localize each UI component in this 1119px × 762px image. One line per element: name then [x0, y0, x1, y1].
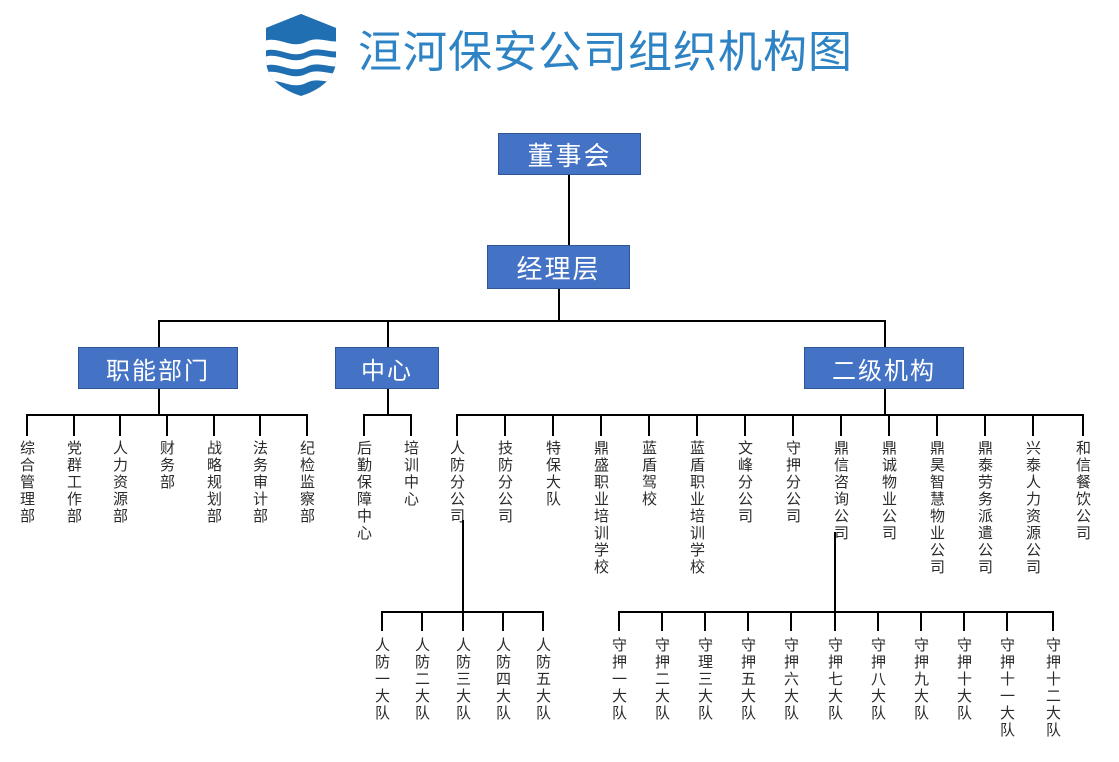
escort-brigade-label[interactable]: 守押七大队 [826, 637, 844, 722]
secondary-unit-label[interactable]: 蓝盾职业培训学校 [688, 440, 706, 576]
escort-brigade-label[interactable]: 守押八大队 [869, 637, 887, 722]
functional-department-label[interactable]: 综合管理部 [18, 440, 36, 525]
secondary-unit-drop-line [1082, 414, 1084, 436]
functional-department-label[interactable]: 法务审计部 [251, 440, 269, 525]
node-secondary-institutions[interactable]: 二级机构 [804, 347, 964, 389]
shield-wave-logo-icon [260, 12, 342, 98]
civil-defense-brigade-label[interactable]: 人防三大队 [454, 637, 472, 722]
functional-department-drop-line [259, 414, 261, 436]
secondary-unit-drop-line [648, 414, 650, 436]
escort-brigade-label[interactable]: 守押五大队 [739, 637, 757, 722]
escort-brigade-label[interactable]: 守押九大队 [912, 637, 930, 722]
functional-department-drop-line [26, 414, 28, 436]
civil-defense-brigade-drop-line [421, 611, 423, 631]
secondary-unit-label[interactable]: 鼎盛职业培训学校 [592, 440, 610, 576]
escort-brigade-label[interactable]: 守理三大队 [696, 637, 714, 722]
center-label[interactable]: 后勤保障中心 [355, 440, 373, 542]
drop-center [387, 320, 389, 347]
civil-defense-brigade-drop-line [502, 611, 504, 631]
secondary-unit-drop-line [888, 414, 890, 436]
drop-secondary [884, 320, 886, 347]
secondary-unit-label[interactable]: 鼎泰劳务派遣公司 [976, 440, 994, 576]
escort-brigade-drop-line [661, 611, 663, 631]
functional-department-drop-line [73, 414, 75, 436]
escort-brigade-label[interactable]: 守押十大队 [955, 637, 973, 722]
secondary-unit-label[interactable]: 技防分公司 [496, 440, 514, 525]
escort-brigade-drop-line [877, 611, 879, 631]
escort-brigade-label[interactable]: 守押十二大队 [1044, 637, 1062, 739]
connector-management-bus [558, 289, 560, 320]
escort-brigade-drop-line [704, 611, 706, 631]
secondary-unit-label[interactable]: 人防分公司 [448, 440, 466, 525]
secondary-unit-label[interactable]: 特保大队 [544, 440, 562, 508]
center-drop-line [363, 414, 365, 436]
center-drop-line [410, 414, 412, 436]
civil-defense-brigade-label[interactable]: 人防二大队 [413, 637, 431, 722]
functional-department-drop-line [166, 414, 168, 436]
escort-brigade-label[interactable]: 守押六大队 [782, 637, 800, 722]
node-board[interactable]: 董事会 [498, 133, 641, 175]
functional-department-label[interactable]: 财务部 [158, 440, 176, 491]
stem-escort [834, 532, 836, 611]
secondary-unit-drop-line [792, 414, 794, 436]
secondary-unit-drop-line [552, 414, 554, 436]
page-title: 洹河保安公司组织机构图 [358, 27, 853, 78]
node-functional-departments[interactable]: 职能部门 [78, 347, 238, 389]
stem-secondary [884, 389, 886, 414]
functional-department-label[interactable]: 战略规划部 [205, 440, 223, 525]
escort-brigade-drop-line [747, 611, 749, 631]
chart-header: 洹河保安公司组织机构图 [0, 0, 1119, 110]
secondary-unit-drop-line [456, 414, 458, 436]
escort-brigade-drop-line [834, 611, 836, 631]
bus-secondary [456, 414, 1083, 416]
bus-centers [363, 414, 411, 416]
secondary-unit-drop-line [984, 414, 986, 436]
secondary-unit-drop-line [696, 414, 698, 436]
drop-functional [158, 320, 160, 347]
secondary-unit-label[interactable]: 兴泰人力资源公司 [1024, 440, 1042, 576]
escort-brigade-drop-line [618, 611, 620, 631]
escort-brigade-label[interactable]: 守押二大队 [653, 637, 671, 722]
secondary-unit-label[interactable]: 守押分公司 [784, 440, 802, 525]
escort-brigade-drop-line [1052, 611, 1054, 631]
stem-civil-defense [462, 520, 464, 611]
secondary-unit-drop-line [936, 414, 938, 436]
secondary-unit-label[interactable]: 鼎信咨询公司 [832, 440, 850, 542]
secondary-unit-label[interactable]: 鼎昊智慧物业公司 [928, 440, 946, 576]
secondary-unit-label[interactable]: 蓝盾驾校 [640, 440, 658, 508]
escort-brigade-drop-line [963, 611, 965, 631]
civil-defense-brigade-drop-line [462, 611, 464, 631]
node-management[interactable]: 经理层 [487, 245, 630, 289]
secondary-unit-drop-line [504, 414, 506, 436]
secondary-unit-label[interactable]: 和信餐饮公司 [1074, 440, 1092, 542]
civil-defense-brigade-label[interactable]: 人防四大队 [494, 637, 512, 722]
functional-department-label[interactable]: 纪检监察部 [298, 440, 316, 525]
escort-brigade-drop-line [1006, 611, 1008, 631]
stem-functional [158, 389, 160, 414]
civil-defense-brigade-drop-line [381, 611, 383, 631]
secondary-unit-drop-line [600, 414, 602, 436]
node-centers[interactable]: 中心 [335, 347, 439, 389]
bus-level3 [158, 320, 886, 322]
stem-center [387, 389, 389, 414]
secondary-unit-drop-line [744, 414, 746, 436]
escort-brigade-drop-line [790, 611, 792, 631]
functional-department-drop-line [306, 414, 308, 436]
center-label[interactable]: 培训中心 [402, 440, 420, 508]
secondary-unit-label[interactable]: 鼎诚物业公司 [880, 440, 898, 542]
secondary-unit-label[interactable]: 文峰分公司 [736, 440, 754, 525]
connector-board-management [568, 175, 570, 245]
secondary-unit-drop-line [840, 414, 842, 436]
secondary-unit-drop-line [1032, 414, 1034, 436]
functional-department-label[interactable]: 党群工作部 [65, 440, 83, 525]
functional-department-label[interactable]: 人力资源部 [111, 440, 129, 525]
civil-defense-brigade-label[interactable]: 人防五大队 [534, 637, 552, 722]
civil-defense-brigade-drop-line [542, 611, 544, 631]
escort-brigade-label[interactable]: 守押十一大队 [998, 637, 1016, 739]
civil-defense-brigade-label[interactable]: 人防一大队 [373, 637, 391, 722]
escort-brigade-drop-line [920, 611, 922, 631]
functional-department-drop-line [119, 414, 121, 436]
escort-brigade-label[interactable]: 守押一大队 [610, 637, 628, 722]
functional-department-drop-line [213, 414, 215, 436]
